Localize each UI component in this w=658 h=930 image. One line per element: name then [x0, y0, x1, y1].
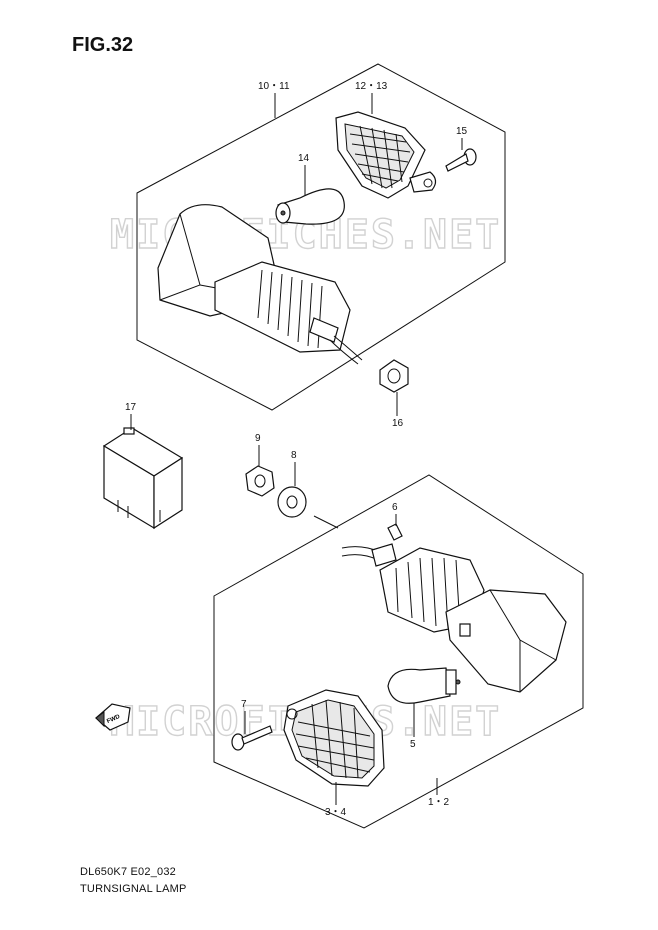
callout-3-4: 3・4 — [325, 807, 347, 818]
upper-lamp-housing — [157, 204, 363, 365]
callout-17: 17 — [125, 402, 137, 413]
callout-8: 8 — [291, 450, 297, 461]
callout-10-11: 10・11 — [258, 81, 290, 92]
callout-15: 15 — [456, 126, 468, 137]
lower-bulb — [387, 667, 461, 704]
upper-assembly-frame — [136, 63, 506, 411]
upper-lens — [335, 111, 437, 199]
lower-lens — [283, 689, 385, 787]
fwd-label: FWD — [106, 714, 122, 725]
relay-unit — [102, 427, 184, 530]
lower-lamp-housing — [341, 543, 567, 693]
figure-model-code: DL650K7 E02_032 — [80, 866, 176, 878]
forward-arrow-icon: FWD — [95, 703, 131, 731]
callout-12-13: 12・13 — [355, 81, 388, 92]
callout-9: 9 — [255, 433, 261, 444]
callout-16: 16 — [392, 418, 404, 429]
figure-title: FIG.32 — [72, 34, 134, 56]
callout-7: 7 — [241, 699, 247, 710]
upper-bulb — [275, 188, 345, 225]
nut-9 — [245, 465, 275, 497]
lower-screw — [231, 725, 273, 751]
figure-name: TURNSIGNAL LAMP — [80, 883, 187, 895]
callout-1-2: 1・2 — [428, 797, 450, 808]
callout-5: 5 — [410, 739, 416, 750]
lower-assembly-frame — [213, 474, 584, 829]
callout-14: 14 — [298, 153, 310, 164]
washer-8 — [277, 486, 307, 518]
upper-screw — [445, 148, 477, 172]
callout-6: 6 — [392, 502, 398, 513]
leader-line — [313, 515, 339, 529]
upper-nut — [379, 359, 409, 393]
pin-6 — [387, 523, 403, 541]
